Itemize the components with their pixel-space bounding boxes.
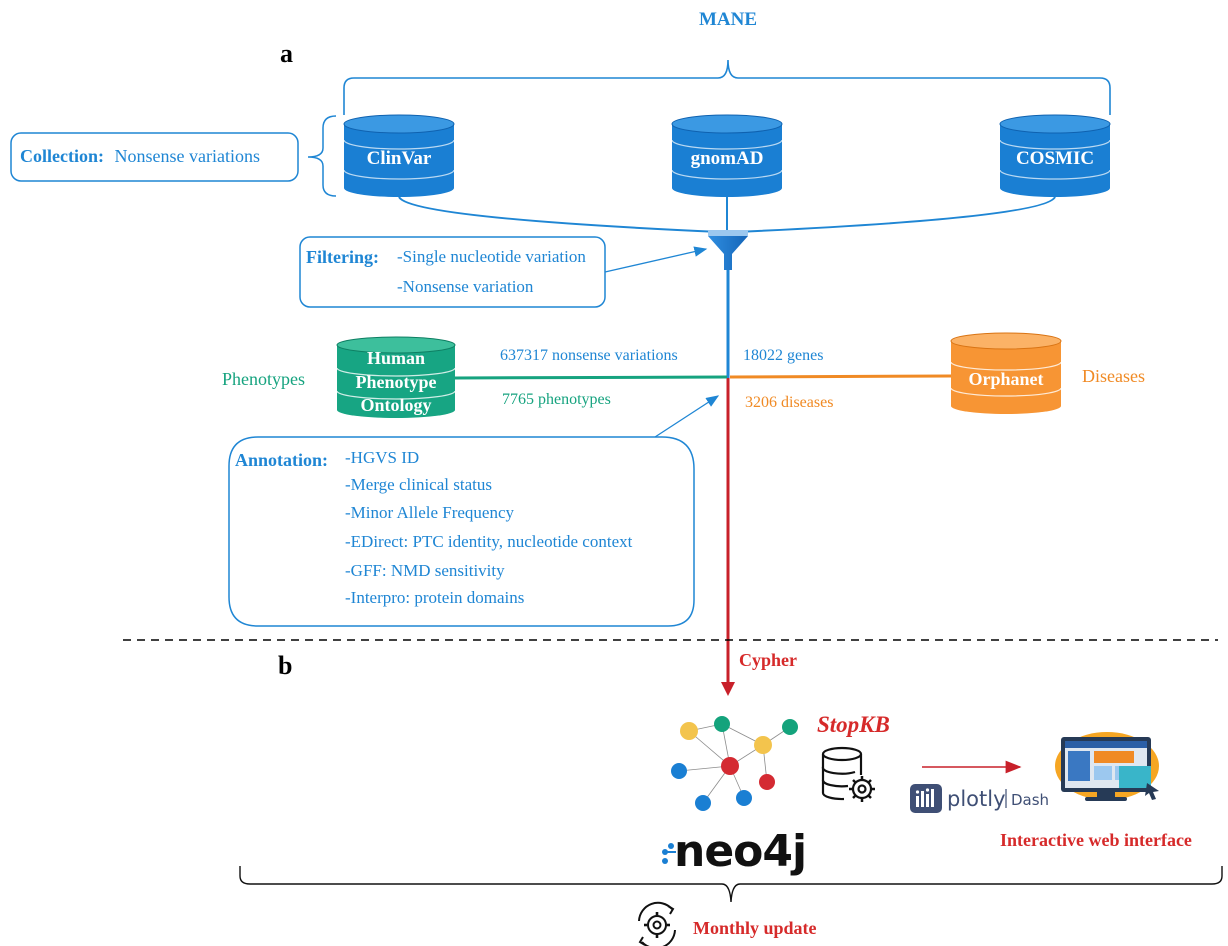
cosmic-label: COSMIC — [1016, 148, 1094, 169]
clinvar-label: ClinVar — [367, 148, 432, 169]
db-orphanet: Orphanet — [950, 332, 1062, 414]
graph-node — [671, 763, 687, 779]
neo4j-logo: neo4j — [662, 826, 807, 877]
web-interface-icon — [1055, 732, 1159, 801]
collection-text: Nonsense variations — [114, 146, 259, 166]
panel-a-letter: a — [280, 39, 293, 68]
stat-nonsense-variations: 637317 nonsense variations — [500, 347, 678, 364]
graph-node — [782, 719, 798, 735]
annotation-item: -Interpro: protein domains — [345, 588, 524, 607]
annotation-title: Annotation: — [235, 450, 328, 470]
graph-node — [695, 795, 711, 811]
annotation-item: -Minor Allele Frequency — [345, 503, 515, 522]
cypher-label: Cypher — [739, 650, 797, 670]
svg-text:Collection: Nonsense var: Collection: Nonsense variations — [20, 146, 260, 166]
graph-node — [680, 722, 698, 740]
filtering-item: -Single nucleotide variation — [397, 247, 586, 266]
dash-wordmark: Dash — [1011, 791, 1049, 809]
pipeline-arrow-head — [721, 682, 735, 696]
orphanet-label: Orphanet — [968, 369, 1043, 389]
graph-node — [754, 736, 772, 754]
database-gear-icon — [821, 746, 875, 802]
collection-title: Collection: — [20, 146, 104, 166]
hpo-line: Human — [367, 348, 425, 368]
monthly-brace — [239, 866, 1223, 903]
filtering-arrow — [604, 246, 708, 273]
diseases-label: Diseases — [1082, 366, 1145, 386]
annotation-item: -GFF: NMD sensitivity — [345, 561, 505, 580]
mane-label: MANE — [699, 9, 757, 30]
hpo-connector-line — [454, 375, 728, 380]
stat-diseases: 3206 diseases — [745, 394, 833, 411]
graph-node — [759, 774, 775, 790]
graph-node — [721, 757, 739, 775]
orphanet-connector-line — [729, 374, 952, 379]
filtering-title: Filtering: — [306, 247, 379, 267]
filtering-box: Filtering: -Single nucleotide variation … — [299, 236, 606, 308]
phenotypes-label: Phenotypes — [222, 369, 305, 389]
cosmic-to-funnel-line — [735, 196, 1056, 233]
monthly-update-label: Monthly update — [693, 918, 817, 938]
gnomad-label: gnomAD — [691, 148, 764, 169]
db-clinvar: ClinVar — [343, 114, 455, 197]
stat-phenotypes: 7765 phenotypes — [502, 391, 611, 408]
stat-genes: 18022 genes — [743, 347, 823, 364]
panel-b-letter: b — [278, 651, 292, 680]
neo4j-wordmark: neo4j — [674, 826, 806, 877]
plotly-wordmark: plotly — [947, 787, 1006, 811]
annotation-item: -EDirect: PTC identity, nucleotide conte… — [345, 532, 633, 551]
annotation-item: -HGVS ID — [345, 448, 419, 467]
annotation-box: Annotation: -HGVS ID -Merge clinical sta… — [228, 436, 695, 627]
refresh-gear-icon — [638, 901, 676, 946]
db-hpo: Human Phenotype Ontology — [336, 336, 456, 418]
annotation-arrow — [654, 395, 720, 438]
hpo-line: Phenotype — [356, 372, 437, 392]
db-cosmic: COSMIC — [999, 114, 1111, 197]
web-interface-label: Interactive web interface — [1000, 830, 1192, 850]
graph-node — [736, 790, 752, 806]
annotation-item: -Merge clinical status — [345, 475, 492, 494]
stopkb-title: StopKB — [817, 712, 890, 737]
graph-node — [714, 716, 730, 732]
hpo-line: Ontology — [360, 395, 431, 415]
filtering-item: -Nonsense variation — [397, 277, 534, 296]
clinvar-to-funnel-line — [398, 196, 721, 233]
mane-brace — [343, 59, 1111, 115]
db-gnomad: gnomAD — [671, 114, 783, 197]
plotly-dash-logo: plotly Dash — [910, 784, 1049, 813]
collection-box: Collection: Nonsense variations — [10, 132, 299, 182]
filter-funnel-icon — [708, 230, 748, 270]
collection-brace — [307, 115, 337, 197]
graph-network-icon — [671, 716, 798, 811]
